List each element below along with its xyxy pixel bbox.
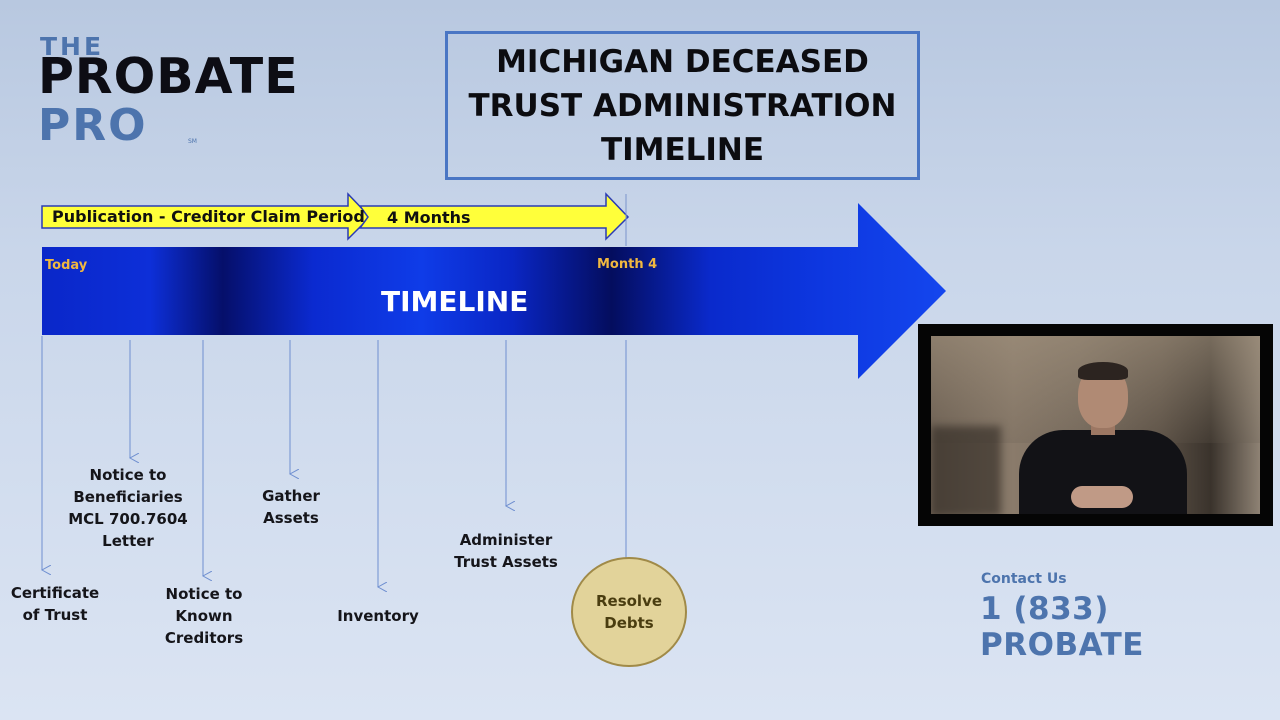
timeline-end-label: Month 4 (597, 257, 657, 272)
timeline-title: TIMELINE (381, 285, 528, 318)
step-gather-assets: Gather Assets (221, 485, 361, 529)
creditor-period-label: Publication - Creditor Claim Period (52, 207, 365, 226)
step-administer-trust-assets: Administer Trust Assets (436, 529, 576, 573)
creditor-period-duration: 4 Months (387, 208, 471, 227)
step-notice-to-beneficiaries: Notice to Beneficiaries MCL 700.7604 Let… (58, 464, 198, 552)
presenter-video (918, 324, 1273, 526)
presenter-video-frame (931, 336, 1260, 514)
step-notice-to-creditors: Notice to Known Creditors (134, 583, 274, 649)
step-certificate-of-trust: Certificate of Trust (0, 582, 125, 626)
timeline-start-label: Today (45, 258, 87, 273)
step-inventory: Inventory (308, 605, 448, 627)
contact-label: Contact Us (981, 571, 1067, 587)
step-resolve-debts: Resolve Debts (571, 557, 687, 667)
contact-phone: 1 (833) PROBATE (980, 591, 1280, 663)
